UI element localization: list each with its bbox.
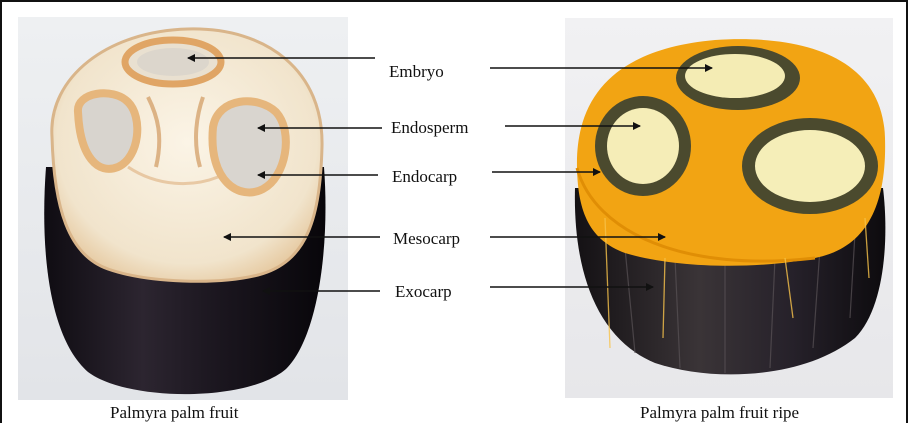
label-endocarp: Endocarp bbox=[392, 168, 457, 185]
ripe-fruit-image bbox=[565, 18, 893, 398]
caption-left: Palmyra palm fruit bbox=[110, 404, 238, 421]
unripe-fruit-image bbox=[18, 17, 348, 400]
label-embryo: Embryo bbox=[389, 63, 444, 80]
label-mesocarp: Mesocarp bbox=[393, 230, 460, 247]
caption-right: Palmyra palm fruit ripe bbox=[640, 404, 799, 421]
label-exocarp: Exocarp bbox=[395, 283, 452, 300]
label-endosperm: Endosperm bbox=[391, 119, 468, 136]
